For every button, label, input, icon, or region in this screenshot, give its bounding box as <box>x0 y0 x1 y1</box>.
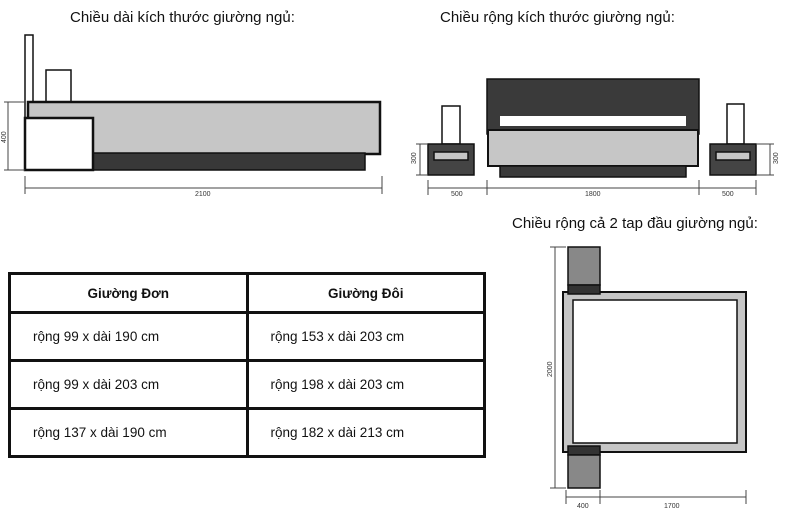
table-cell-double: rộng 153 x dài 203 cm <box>245 311 486 362</box>
bed-size-table: Giường Đơn Giường Đôi rộng 99 x dài 190 … <box>8 272 486 458</box>
side-base <box>92 152 366 171</box>
front-nightstand-left-drawer <box>433 151 469 161</box>
dim-front-nightstand-width-left: 500 <box>451 191 463 198</box>
top-headboard-upper <box>567 246 601 286</box>
dim-side-length: 2100 <box>195 191 211 198</box>
table-cell-double: rộng 182 x dài 213 cm <box>245 407 486 458</box>
dim-front-nightstand-height-left: 300 <box>411 152 418 164</box>
dim-top-width: 1700 <box>664 503 680 510</box>
header-single-bed: Giường Đơn <box>8 272 249 314</box>
table-header-row: Giường Đơn Giường Đôi <box>8 272 486 314</box>
front-base <box>499 165 687 178</box>
dim-front-nightstand-width-right: 500 <box>722 191 734 198</box>
front-dimension-lines <box>416 143 774 195</box>
header-double-bed: Giường Đôi <box>245 272 486 314</box>
side-dimension-lines <box>4 101 383 194</box>
top-headboard-lower-band <box>567 445 601 456</box>
table-cell-single: rộng 99 x dài 203 cm <box>8 359 249 410</box>
table-row: rộng 99 x dài 203 cm rộng 198 x dài 203 … <box>8 359 486 410</box>
table-row: rộng 99 x dài 190 cm rộng 153 x dài 203 … <box>8 311 486 362</box>
front-nightstand-right-drawer <box>715 151 751 161</box>
caption-bed-length: Chiều dài kích thước giường ngủ: <box>70 9 295 26</box>
dim-front-bed-width: 1800 <box>585 191 601 198</box>
top-view-diagram <box>562 246 747 489</box>
front-pillow-strip <box>500 116 686 126</box>
table-cell-single: rộng 137 x dài 190 cm <box>8 407 249 458</box>
table-row: rộng 137 x dài 190 cm rộng 182 x dài 213… <box>8 407 486 458</box>
top-headboard-lower <box>567 454 601 489</box>
top-mattress <box>572 299 738 444</box>
top-headboard-upper-band <box>567 284 601 295</box>
dim-side-height: 400 <box>1 131 8 143</box>
front-lamp-right <box>726 103 745 145</box>
front-view-diagram <box>427 78 757 178</box>
side-nightstand <box>23 116 95 172</box>
dim-top-height: 2000 <box>547 361 554 377</box>
table-cell-double: rộng 198 x dài 203 cm <box>245 359 486 410</box>
caption-bed-headboards-width: Chiều rộng cả 2 tap đầu giường ngủ: <box>512 215 758 232</box>
top-dimension-lines <box>550 246 747 504</box>
front-mattress <box>487 129 699 167</box>
front-lamp-left <box>441 105 461 145</box>
table-cell-single: rộng 99 x dài 190 cm <box>8 311 249 362</box>
dim-front-nightstand-height-right: 300 <box>773 152 780 164</box>
dim-top-headboard-depth: 400 <box>577 503 589 510</box>
side-view-diagram <box>23 34 382 172</box>
caption-bed-width: Chiều rộng kích thước giường ngủ: <box>440 9 675 26</box>
